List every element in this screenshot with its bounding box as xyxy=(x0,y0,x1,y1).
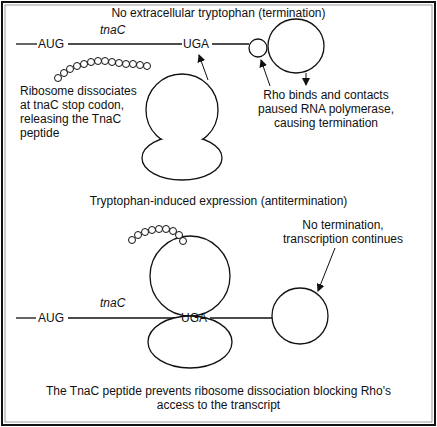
leader-arrow xyxy=(199,55,306,86)
panel-heading: No extracellular tryptophan (termination… xyxy=(20,6,417,20)
codon-label: UGA xyxy=(181,311,211,325)
codon-label: AUG xyxy=(38,311,68,325)
inner-frame xyxy=(5,5,432,422)
rna-polymerase xyxy=(272,288,328,344)
rna-polymerase xyxy=(268,19,324,73)
rho-factor xyxy=(249,39,267,57)
annotation-text: Rho binds and contacts paused RNA polyme… xyxy=(246,88,406,130)
panel-heading: Tryptophan-induced expression (antitermi… xyxy=(20,194,417,208)
gene-name: tnaC xyxy=(100,23,140,37)
annotation-text: No termination, transcription continues xyxy=(268,218,418,246)
codon-label: AUG xyxy=(38,37,68,51)
leader-arrow xyxy=(318,248,335,291)
ribosome xyxy=(142,74,222,180)
annotation-text: Ribosome dissociates at tnaC stop codon,… xyxy=(20,84,148,140)
ribosome xyxy=(148,236,232,368)
tnac-peptide xyxy=(129,226,187,245)
gene-name: tnaC xyxy=(100,296,140,310)
annotation-text: The TnaC peptide prevents ribosome disso… xyxy=(30,384,407,412)
tnac-peptide xyxy=(55,58,151,82)
codon-label: UGA xyxy=(183,37,213,51)
